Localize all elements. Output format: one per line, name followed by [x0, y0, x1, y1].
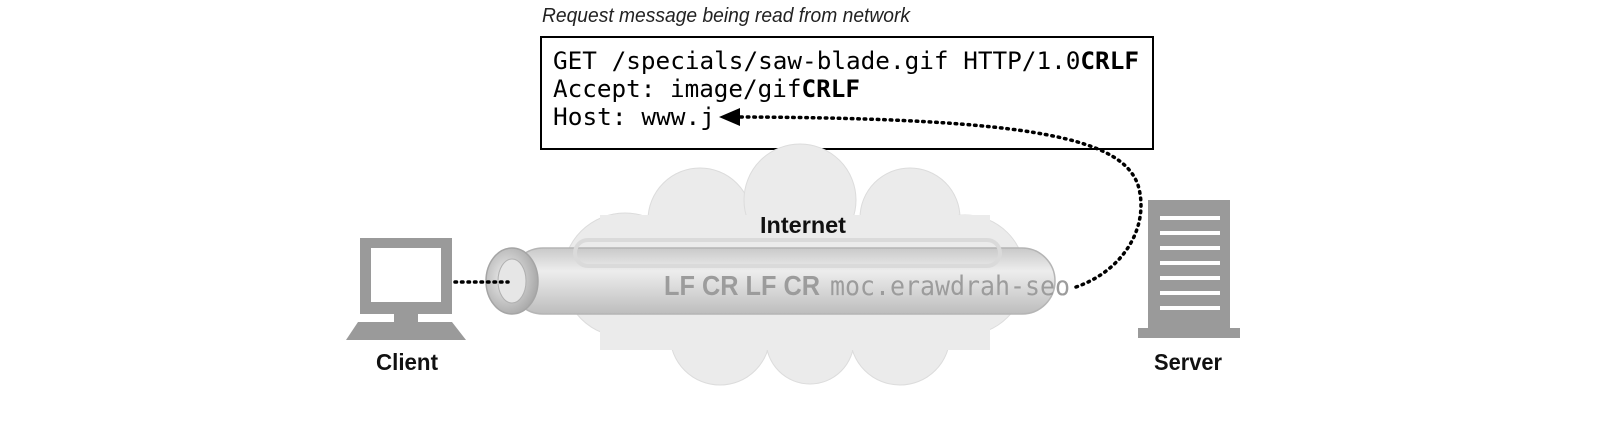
arrowhead-icon — [719, 108, 740, 126]
diagram-caption: Request message being read from network — [542, 5, 911, 27]
network-label: Internet — [760, 212, 846, 238]
stream-data: moc.erawdrah-seo — [830, 271, 1070, 302]
host-header-partial-line: Host: www.j — [553, 103, 715, 131]
server-tower-icon — [1138, 200, 1240, 338]
request-message-box — [540, 36, 1154, 150]
stream-tokens: LF CR LF CR — [664, 270, 820, 301]
read-flow-dotted-line — [738, 115, 1143, 289]
pipe-icon — [485, 238, 1056, 315]
client-label: Client — [376, 349, 438, 375]
server-label: Server — [1154, 349, 1222, 375]
client-computer-icon — [346, 238, 466, 340]
